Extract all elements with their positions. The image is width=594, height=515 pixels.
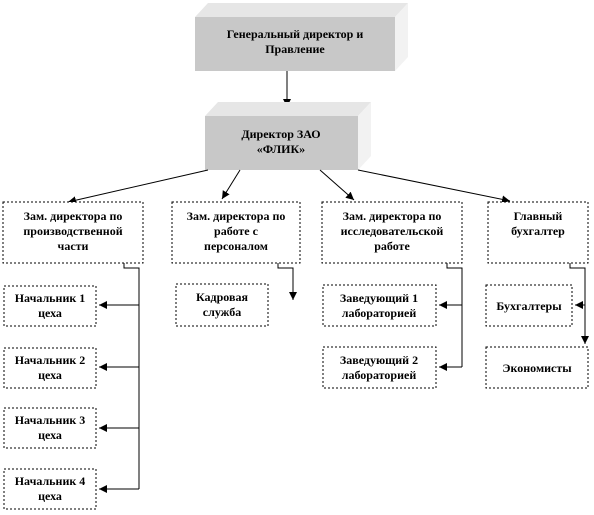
shop-head-2-line-2: цеха	[38, 368, 62, 382]
accounting-connectors	[569, 263, 589, 344]
lab-head-1-box: Заведующий 1 лабораторией	[322, 284, 437, 327]
shop-head-1-line-2: цеха	[38, 306, 62, 320]
economists-box: Экономисты	[485, 346, 589, 389]
shop-head-4-box: Начальник 4 цеха	[3, 468, 97, 510]
shop-head-1-line-1: Начальник 1	[15, 291, 86, 305]
hr-service-box: Кадровая служба	[175, 283, 269, 327]
director-line-2: «ФЛИК»	[257, 142, 305, 156]
research-connectors	[439, 263, 463, 371]
accountants-box: Бухгалтеры	[485, 284, 573, 327]
hr-service-line-1: Кадровая	[196, 290, 248, 304]
connector-director-to-deputy-2	[221, 169, 241, 200]
shop-head-2-line-1: Начальник 2	[15, 353, 86, 367]
deputy-personnel-line-3: персоналом	[204, 239, 268, 253]
connector-personnel-to-hr	[277, 263, 297, 300]
deputy-personnel-line-2: работе с	[214, 224, 259, 238]
deputy-research-box: Зам. директора по исследовательской рабо…	[321, 201, 463, 264]
deputy-research-line-3: работе	[374, 239, 410, 253]
shop-head-2-box: Начальник 2 цеха	[3, 347, 97, 389]
chief-accountant-line-1: Главный	[514, 209, 563, 223]
deputy-personnel-line-1: Зам. директора по	[187, 209, 286, 223]
chief-accountant-line-2: бухгалтер	[511, 224, 565, 238]
lab-head-2-box: Заведующий 2 лабораторией	[322, 346, 437, 389]
deputy-research-line-2: исследовательской	[341, 224, 444, 238]
deputy-production-line-2: производственной	[23, 224, 122, 238]
economists-label: Экономисты	[502, 361, 572, 375]
shop-head-3-line-2: цеха	[38, 428, 62, 442]
shop-head-3-line-1: Начальник 3	[15, 413, 86, 427]
hr-service-line-2: служба	[203, 305, 241, 319]
deputy-research-line-1: Зам. директора по	[343, 209, 442, 223]
director-line-1: Директор ЗАО	[241, 127, 320, 141]
deputy-production-line-1: Зам. директора по	[24, 209, 123, 223]
deputy-production-line-3: части	[58, 239, 89, 253]
general-director-line-2: Правление	[265, 42, 325, 56]
shop-head-3-box: Начальник 3 цеха	[3, 407, 97, 449]
general-director-box: Генеральный директор и Правление	[195, 3, 408, 71]
lab-head-2-line-1: Заведующий 2	[340, 353, 418, 367]
connector-director-to-deputy-1	[67, 169, 209, 205]
accountants-label: Бухгалтеры	[496, 299, 562, 313]
connector-director-to-chief-accountant	[357, 169, 511, 204]
connector-director-to-deputy-3	[319, 169, 355, 201]
lab-head-1-line-2: лабораторией	[342, 306, 417, 320]
shop-head-1-box: Начальник 1 цеха	[3, 285, 97, 327]
lab-head-1-line-1: Заведующий 1	[340, 291, 418, 305]
production-connectors	[99, 263, 140, 493]
lab-head-2-line-2: лабораторией	[342, 368, 417, 382]
general-director-line-1: Генеральный директор и	[227, 27, 364, 41]
shop-head-4-line-2: цеха	[38, 489, 62, 503]
chief-accountant-box: Главный бухгалтер	[487, 201, 589, 264]
director-box: Директор ЗАО «ФЛИК»	[205, 102, 371, 170]
shop-head-4-line-1: Начальник 4	[15, 474, 86, 488]
deputy-production-box: Зам. директора по производственной части	[2, 201, 144, 264]
deputy-personnel-box: Зам. директора по работе с персоналом	[171, 201, 301, 264]
